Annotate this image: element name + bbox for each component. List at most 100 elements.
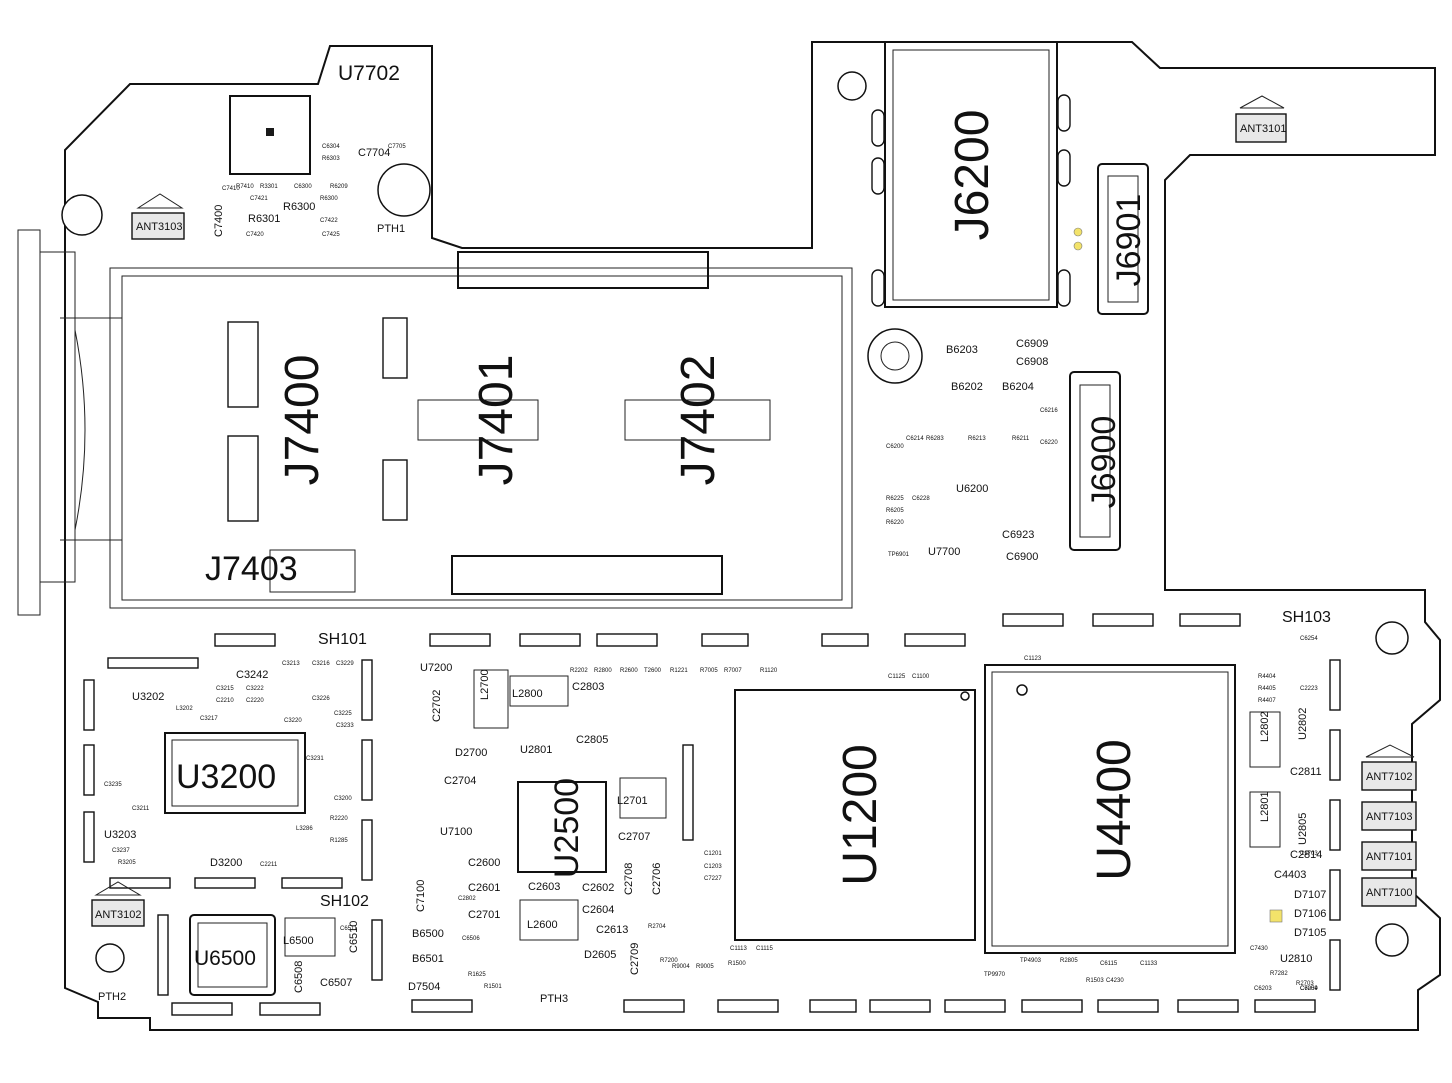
j6200-inner <box>892 49 1050 301</box>
labels-small: C6304R6303C7705R6300C7421C7422C7425C7420… <box>104 144 1318 992</box>
label-small-r2805: R2805 <box>1060 958 1078 964</box>
label-small-c6254: C6254 <box>1300 636 1318 642</box>
label-small-c1113: C1113 <box>730 946 747 952</box>
label-l2701: L2701 <box>617 795 648 807</box>
label-l2700: L2700 <box>479 669 491 700</box>
label-c7704: C7704 <box>358 147 390 159</box>
label-j7400: J7400 <box>276 355 329 486</box>
label-small-c3235: C3235 <box>104 782 122 788</box>
u4400-inner <box>991 671 1229 947</box>
label-c2601: C2601 <box>468 882 500 894</box>
hole-cutout-mid-inner <box>880 341 910 371</box>
label-c6508: C6508 <box>293 961 305 993</box>
u4400-body <box>984 664 1236 954</box>
label-small-r2220: R2220 <box>330 816 348 822</box>
label-u7100: U7100 <box>440 826 472 838</box>
top-slot <box>457 251 709 289</box>
j7401-pad-b <box>382 459 408 521</box>
label-small-c4230: C4230 <box>1106 978 1124 984</box>
label-c2602: C2602 <box>582 882 614 894</box>
label-c2707: C2707 <box>618 831 650 843</box>
label-small-r4405: R4405 <box>1258 686 1276 692</box>
label-small-c6214: C6214 <box>906 436 924 442</box>
label-small-c1100: C1100 <box>912 674 930 680</box>
camera-block-pad <box>266 128 274 136</box>
label-d2700: D2700 <box>455 747 487 759</box>
label-c6900: C6900 <box>1006 551 1038 563</box>
j6900-body <box>1069 371 1121 551</box>
label-j6901: J6901 <box>1110 194 1148 287</box>
label-small-c2210: C2210 <box>216 698 234 704</box>
j6200-pad-2 <box>871 157 885 195</box>
hole-cutout-right <box>1375 621 1409 655</box>
label-small-c2703: C2703 <box>1300 851 1318 857</box>
left-ejector <box>60 317 122 541</box>
left-slot-outer <box>17 229 41 616</box>
label-small-c1201: C1201 <box>704 851 722 857</box>
label-small-c3225: C3225 <box>334 711 352 717</box>
label-small-r7007: R7007 <box>724 668 742 674</box>
label-u1200: U1200 <box>834 744 887 885</box>
label-sh102: SH102 <box>320 893 369 910</box>
antenna-boxes <box>91 95 1417 927</box>
label-j6200: J6200 <box>946 110 999 241</box>
label-small-c7004: C7004 <box>1300 986 1318 992</box>
label-small-r7005: R7005 <box>700 668 718 674</box>
label-u3202: U3202 <box>132 691 164 703</box>
label-small-r6220: R6220 <box>886 520 904 526</box>
label-c2814: C2814 <box>1290 849 1322 861</box>
label-ant7102: ANT7102 <box>1366 771 1412 783</box>
label-ant7100: ANT7100 <box>1366 887 1412 899</box>
label-small-c6511: C6511 <box>340 926 358 932</box>
label-small-c6216: C6216 <box>1040 408 1058 414</box>
l2700-body <box>473 669 509 729</box>
label-c2600: C2600 <box>468 857 500 869</box>
l2802-body <box>1249 711 1281 768</box>
label-small-r6300: R6300 <box>320 196 338 202</box>
label-small-r6209: R6209 <box>330 184 348 190</box>
label-small-r6213: R6213 <box>968 436 986 442</box>
label-small-r3301: R3301 <box>260 184 278 190</box>
label-d7106: D7106 <box>1294 908 1326 920</box>
label-small-c7422: C7422 <box>320 218 338 224</box>
label-r6301: R6301 <box>248 213 280 225</box>
label-small-r7282: R7282 <box>1270 971 1288 977</box>
label-c6923: C6923 <box>1002 529 1034 541</box>
u1200-pin1 <box>960 691 970 701</box>
label-small-c3215: C3215 <box>216 686 234 692</box>
label-small-c7705: C7705 <box>388 144 406 150</box>
label-small-c2223: C2223 <box>1300 686 1318 692</box>
label-small-r1221: R1221 <box>670 668 688 674</box>
label-small-r2703: R2703 <box>1296 981 1314 987</box>
label-small-r2600: R2600 <box>620 668 638 674</box>
label-sh101: SH101 <box>318 631 367 648</box>
label-c6510: C6510 <box>348 921 360 953</box>
label-small-r7410: R7410 <box>236 184 254 190</box>
label-c2708: C2708 <box>623 863 635 895</box>
j6200-pad-1 <box>871 109 885 147</box>
sim-tray-frame <box>109 267 853 609</box>
label-small-c3211: C3211 <box>132 806 150 812</box>
u6500-inner <box>197 922 268 988</box>
label-j7401: J7401 <box>470 355 523 486</box>
j6200-pad-4 <box>1057 94 1071 132</box>
label-small-c6220: C6220 <box>1040 440 1058 446</box>
hole-cutout-mid <box>867 328 923 384</box>
label-small-r2704: R2704 <box>648 924 666 930</box>
label-small-c3216: C3216 <box>312 661 330 667</box>
label-j7402: J7402 <box>672 355 725 486</box>
label-u2802: U2802 <box>1297 708 1309 740</box>
label-small-l3286: L3286 <box>296 826 313 832</box>
u6500-body <box>189 914 276 996</box>
label-u3203: U3203 <box>104 829 136 841</box>
label-c2603: C2603 <box>528 881 560 893</box>
label-small-r1501: R1501 <box>484 984 502 990</box>
u3200-inner <box>171 739 299 807</box>
label-b6204: B6204 <box>1002 381 1034 393</box>
j7401-pad-a <box>382 317 408 379</box>
label-small-c6304: C6304 <box>322 144 340 150</box>
test-point-2 <box>1073 241 1083 251</box>
label-u3200: U3200 <box>176 758 276 796</box>
label-small-r9004: R9004 <box>672 964 690 970</box>
u3200-body <box>164 732 306 814</box>
